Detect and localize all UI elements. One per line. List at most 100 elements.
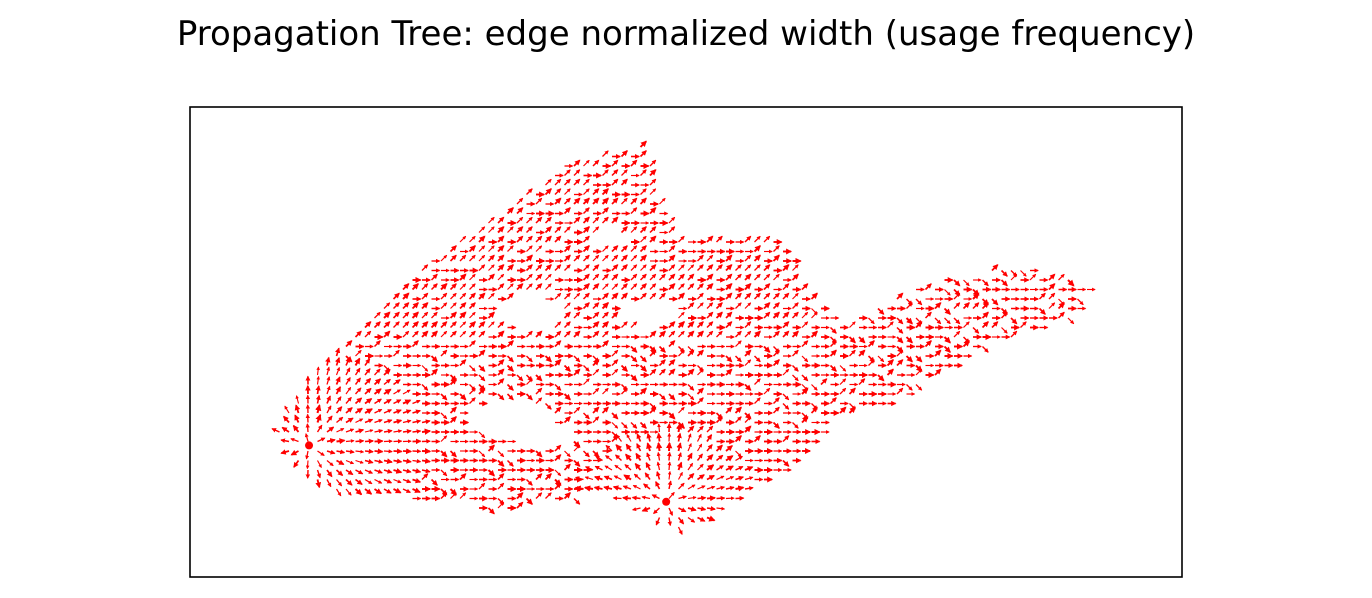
tree-edge — [725, 455, 734, 462]
tree-edge — [848, 406, 856, 414]
tree-edge — [336, 479, 343, 487]
tree-edge — [715, 416, 723, 424]
tree-edge — [507, 245, 514, 252]
tree-edge — [887, 321, 894, 328]
tree-edge — [687, 264, 695, 271]
edge-layer — [271, 140, 1096, 535]
tree-edge — [317, 460, 322, 469]
tree-edge — [801, 355, 809, 363]
tree-edge — [877, 355, 885, 363]
tree-edge — [345, 407, 353, 414]
tree-edge — [687, 383, 695, 391]
tree-edge — [649, 235, 657, 243]
tree-edge — [468, 292, 476, 300]
tree-edge — [649, 207, 657, 215]
tree-edge — [839, 387, 847, 395]
tree-edge — [944, 289, 951, 296]
tree-edge — [602, 254, 609, 262]
tree-edge — [345, 367, 351, 376]
tree-edge — [953, 330, 961, 338]
tree-edge — [336, 438, 346, 445]
tree-edge — [678, 406, 685, 414]
tree-edge — [459, 235, 467, 243]
tree-edge — [526, 273, 533, 281]
tree-edge — [497, 393, 505, 401]
tree-edge — [782, 368, 790, 376]
tree-edge — [620, 254, 628, 262]
tree-edge — [592, 359, 600, 367]
tree-edge — [934, 368, 942, 376]
tree-edge — [592, 283, 600, 291]
tree-edge — [601, 406, 609, 414]
tree-edge — [649, 159, 657, 167]
tree-edge — [630, 197, 638, 205]
tree-edge — [497, 459, 505, 467]
tree-edge — [611, 412, 619, 420]
tree-edge — [915, 321, 923, 329]
tree-edge — [271, 428, 280, 433]
tree-edge — [633, 473, 641, 480]
tree-edge — [934, 349, 942, 357]
tree-edge — [449, 416, 457, 424]
tree-edge — [667, 470, 672, 480]
tree-edge — [488, 321, 495, 328]
tree-edge — [962, 302, 970, 310]
tree-edge — [584, 466, 594, 471]
tree-edge — [593, 485, 603, 492]
tree-edge — [478, 330, 486, 338]
tree-edge — [877, 374, 885, 382]
tree-edge — [725, 292, 733, 300]
tree-edge — [506, 207, 514, 215]
tree-edge — [525, 188, 533, 196]
tree-edge — [646, 442, 653, 452]
tree-edge — [544, 235, 552, 243]
tree-edge — [564, 302, 571, 309]
tree-edge — [1048, 292, 1056, 300]
tree-edge — [497, 482, 505, 490]
tree-edge — [354, 407, 363, 414]
tree-edge — [630, 321, 638, 328]
tree-edge — [772, 292, 780, 300]
tree-edge — [725, 368, 733, 376]
tree-edge — [1000, 279, 1008, 287]
tree-edge — [639, 421, 647, 429]
tree-edge — [544, 226, 552, 234]
tree-edge — [478, 431, 486, 439]
tree-edge — [402, 488, 411, 494]
tree-edge — [906, 384, 913, 391]
tree-edge — [488, 292, 495, 300]
tree-edge — [687, 484, 696, 490]
tree-edge — [687, 273, 695, 281]
tree-edge — [678, 283, 685, 290]
tree-edge — [478, 226, 486, 233]
tree-edge — [431, 311, 438, 319]
tree-edge — [620, 245, 628, 253]
tree-edge — [478, 235, 486, 243]
tree-edge — [364, 408, 373, 415]
tree-edge — [402, 283, 410, 291]
tree-edge — [677, 321, 685, 329]
tree-edge — [782, 264, 790, 272]
tree-edge — [573, 178, 581, 186]
tree-edge — [858, 349, 866, 357]
tree-edge — [393, 379, 401, 386]
tree-edge — [592, 197, 600, 205]
tree-edge — [592, 330, 600, 338]
tree-edge — [526, 245, 533, 252]
tree-edge — [668, 340, 676, 348]
tree-edge — [658, 359, 666, 367]
tree-edge — [725, 283, 733, 291]
tree-edge — [678, 482, 685, 490]
tree-edge — [326, 469, 333, 478]
tree-edge — [430, 355, 438, 363]
tree-edge — [763, 302, 771, 310]
tree-edge — [583, 378, 590, 385]
tree-edge — [744, 321, 752, 329]
tree-edge — [516, 283, 524, 291]
tree-edge — [421, 383, 429, 391]
tree-edge — [412, 330, 419, 338]
tree-edge — [801, 340, 809, 348]
tree-edge — [383, 368, 391, 376]
tree-edge — [525, 226, 533, 234]
tree-edge — [611, 283, 619, 290]
